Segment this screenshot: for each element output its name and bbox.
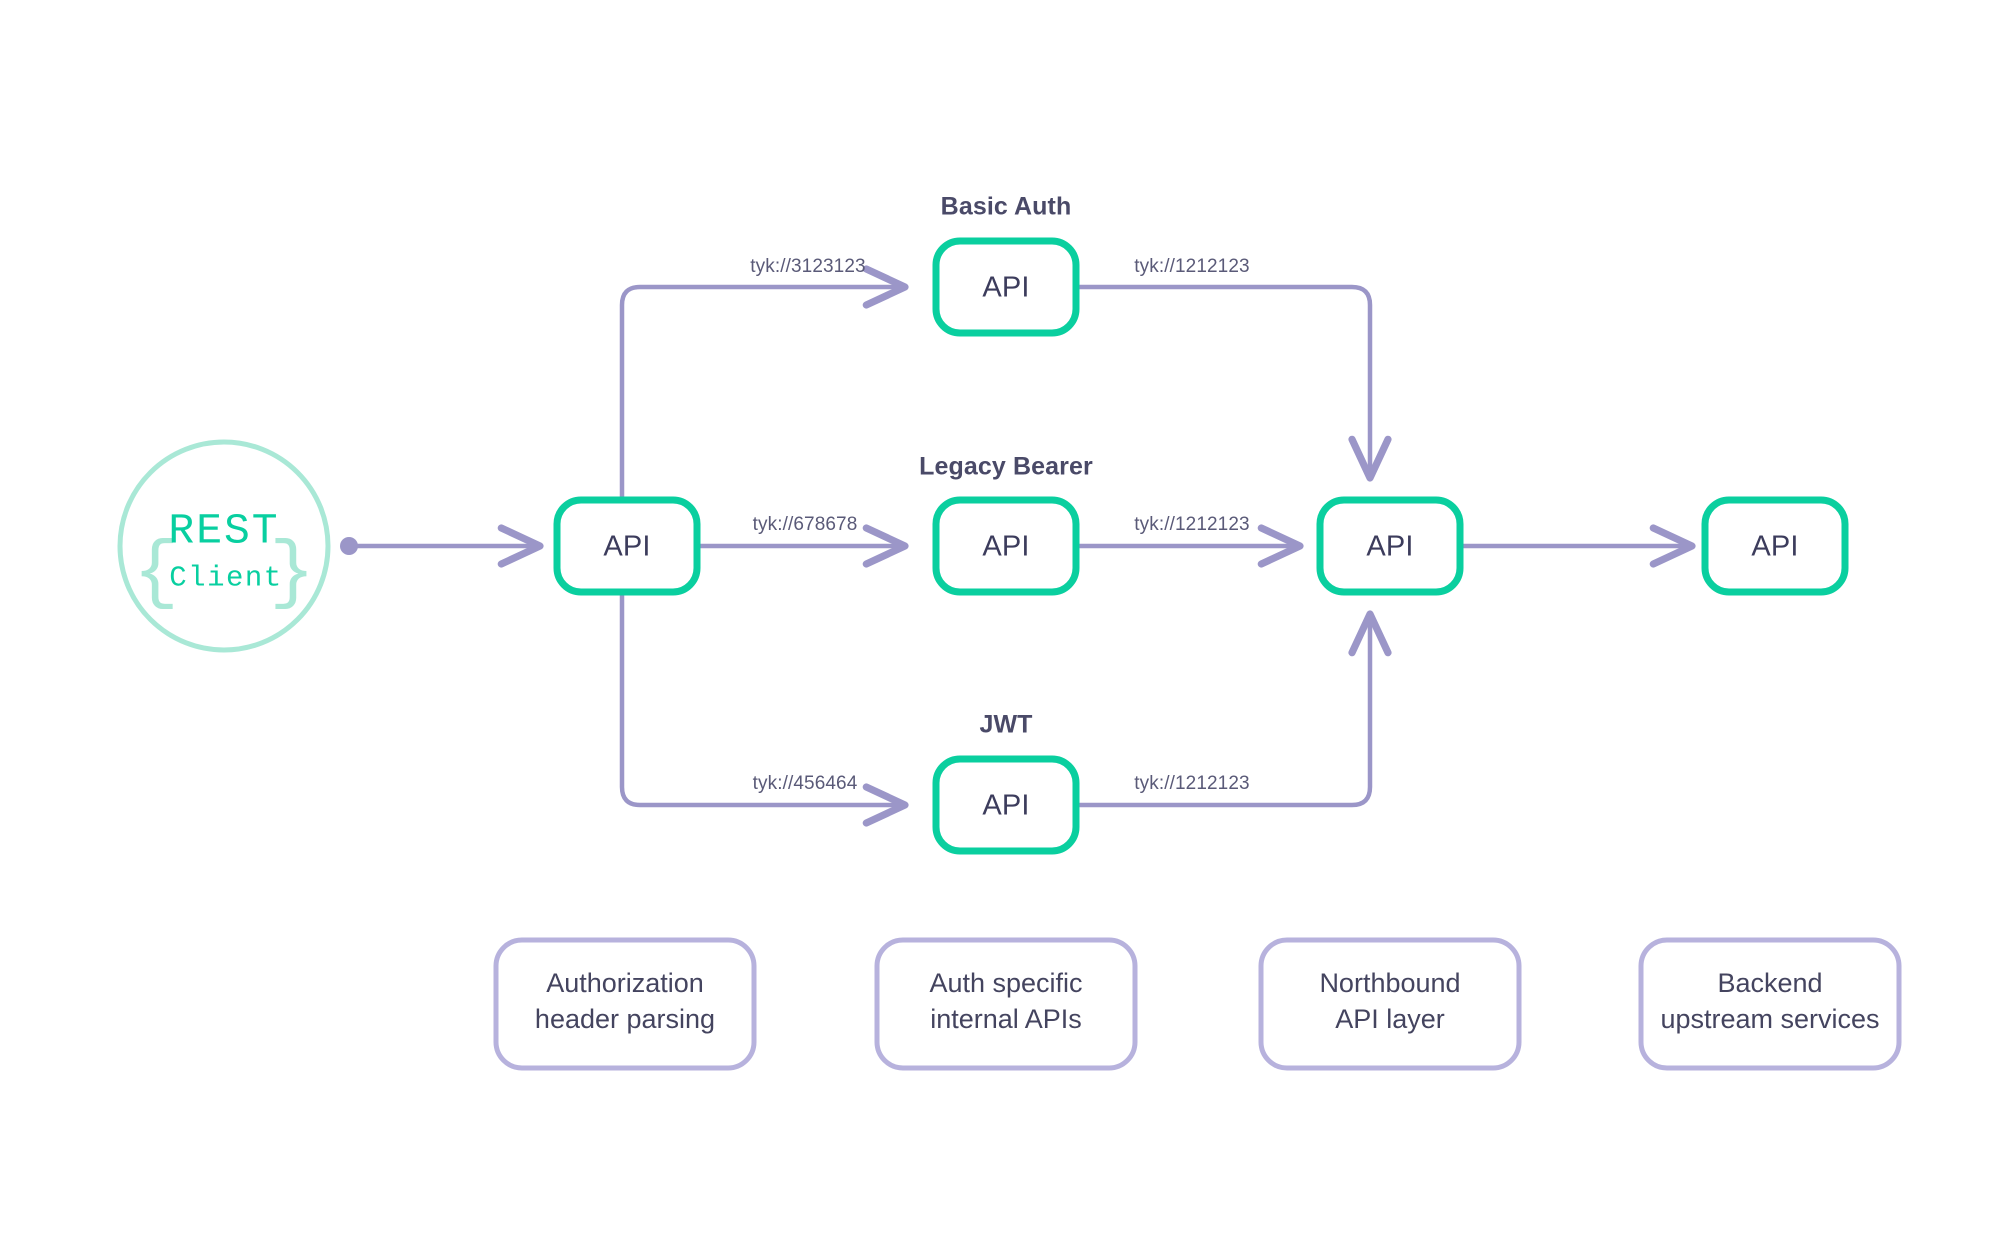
node-basic-auth-api[interactable]: API bbox=[932, 237, 1080, 337]
caption-line-2: API layer bbox=[1335, 1004, 1445, 1034]
group-title-jwt: JWT bbox=[979, 711, 1032, 739]
caption-box bbox=[1258, 937, 1522, 1071]
caption-line-1: Northbound bbox=[1319, 968, 1460, 998]
edge-client-to-gateway bbox=[340, 524, 544, 568]
edge-path bbox=[619, 265, 909, 503]
connector-layer bbox=[340, 265, 1696, 827]
caption-auth-specific-internal-apis[interactable]: Auth specific internal APIs bbox=[874, 937, 1138, 1071]
caption-backend-upstream-services[interactable]: Backend upstream services bbox=[1638, 937, 1902, 1071]
edge-gateway-to-basic-auth bbox=[619, 265, 909, 503]
node-label: API bbox=[1751, 531, 1798, 563]
caption-box bbox=[874, 937, 1138, 1071]
node-gateway-api[interactable]: API bbox=[553, 496, 701, 596]
edge-label-gateway-to-legacy-bearer: tyk://678678 bbox=[753, 514, 858, 535]
client-ring bbox=[117, 439, 331, 653]
client-brace-left: { bbox=[133, 530, 179, 616]
node-label: API bbox=[982, 531, 1029, 563]
caption-line-1: Backend bbox=[1717, 968, 1822, 998]
edge-start-dot bbox=[340, 537, 358, 555]
edge-path bbox=[1064, 610, 1392, 808]
edge-path bbox=[1064, 284, 1392, 482]
node-box bbox=[1316, 496, 1464, 596]
node-legacy-bearer-api[interactable]: API bbox=[932, 496, 1080, 596]
node-jwt-api[interactable]: API bbox=[932, 755, 1080, 855]
caption-northbound-api-layer[interactable]: Northbound API layer bbox=[1258, 937, 1522, 1071]
node-box bbox=[932, 496, 1080, 596]
caption-authorization-header-parsing[interactable]: Authorization header parsing bbox=[493, 937, 757, 1071]
node-box bbox=[932, 755, 1080, 855]
node-box bbox=[932, 237, 1080, 337]
caption-line-1: Authorization bbox=[546, 968, 704, 998]
caption-line-2: upstream services bbox=[1660, 1004, 1879, 1034]
node-backend-api[interactable]: API bbox=[1701, 496, 1849, 596]
node-box bbox=[1701, 496, 1849, 596]
node-northbound-api[interactable]: API bbox=[1316, 496, 1464, 596]
caption-line-2: internal APIs bbox=[930, 1004, 1082, 1034]
edge-jwt-to-northbound bbox=[1064, 610, 1392, 808]
edge-label-gateway-to-jwt: tyk://456464 bbox=[753, 773, 858, 794]
caption-line-1: Auth specific bbox=[929, 968, 1082, 998]
edge-label-jwt-to-northbound: tyk://1212123 bbox=[1134, 773, 1249, 794]
edge-label-basic-auth-to-northbound: tyk://1212123 bbox=[1134, 256, 1249, 277]
caption-line-2: header parsing bbox=[535, 1004, 715, 1034]
client-subtitle: Client bbox=[169, 562, 282, 595]
node-label: API bbox=[982, 272, 1029, 304]
group-title-legacy-bearer: Legacy Bearer bbox=[919, 453, 1093, 481]
edge-label-gateway-to-basic-auth: tyk://3123123 bbox=[750, 256, 865, 277]
rest-client-badge[interactable]: { } REST Client bbox=[117, 439, 331, 653]
caption-box bbox=[1638, 937, 1902, 1071]
node-label: API bbox=[982, 790, 1029, 822]
edge-gateway-to-jwt bbox=[619, 589, 909, 827]
client-brace-right: } bbox=[269, 530, 315, 616]
node-label: API bbox=[1366, 531, 1413, 563]
group-title-basic-auth: Basic Auth bbox=[941, 193, 1072, 221]
node-label: API bbox=[603, 531, 650, 563]
edge-basic-auth-to-northbound bbox=[1064, 284, 1392, 482]
edge-label-legacy-bearer-to-northbound: tyk://1212123 bbox=[1134, 514, 1249, 535]
caption-box bbox=[493, 937, 757, 1071]
client-title: REST bbox=[168, 506, 279, 555]
node-box bbox=[553, 496, 701, 596]
edge-path bbox=[619, 589, 909, 827]
